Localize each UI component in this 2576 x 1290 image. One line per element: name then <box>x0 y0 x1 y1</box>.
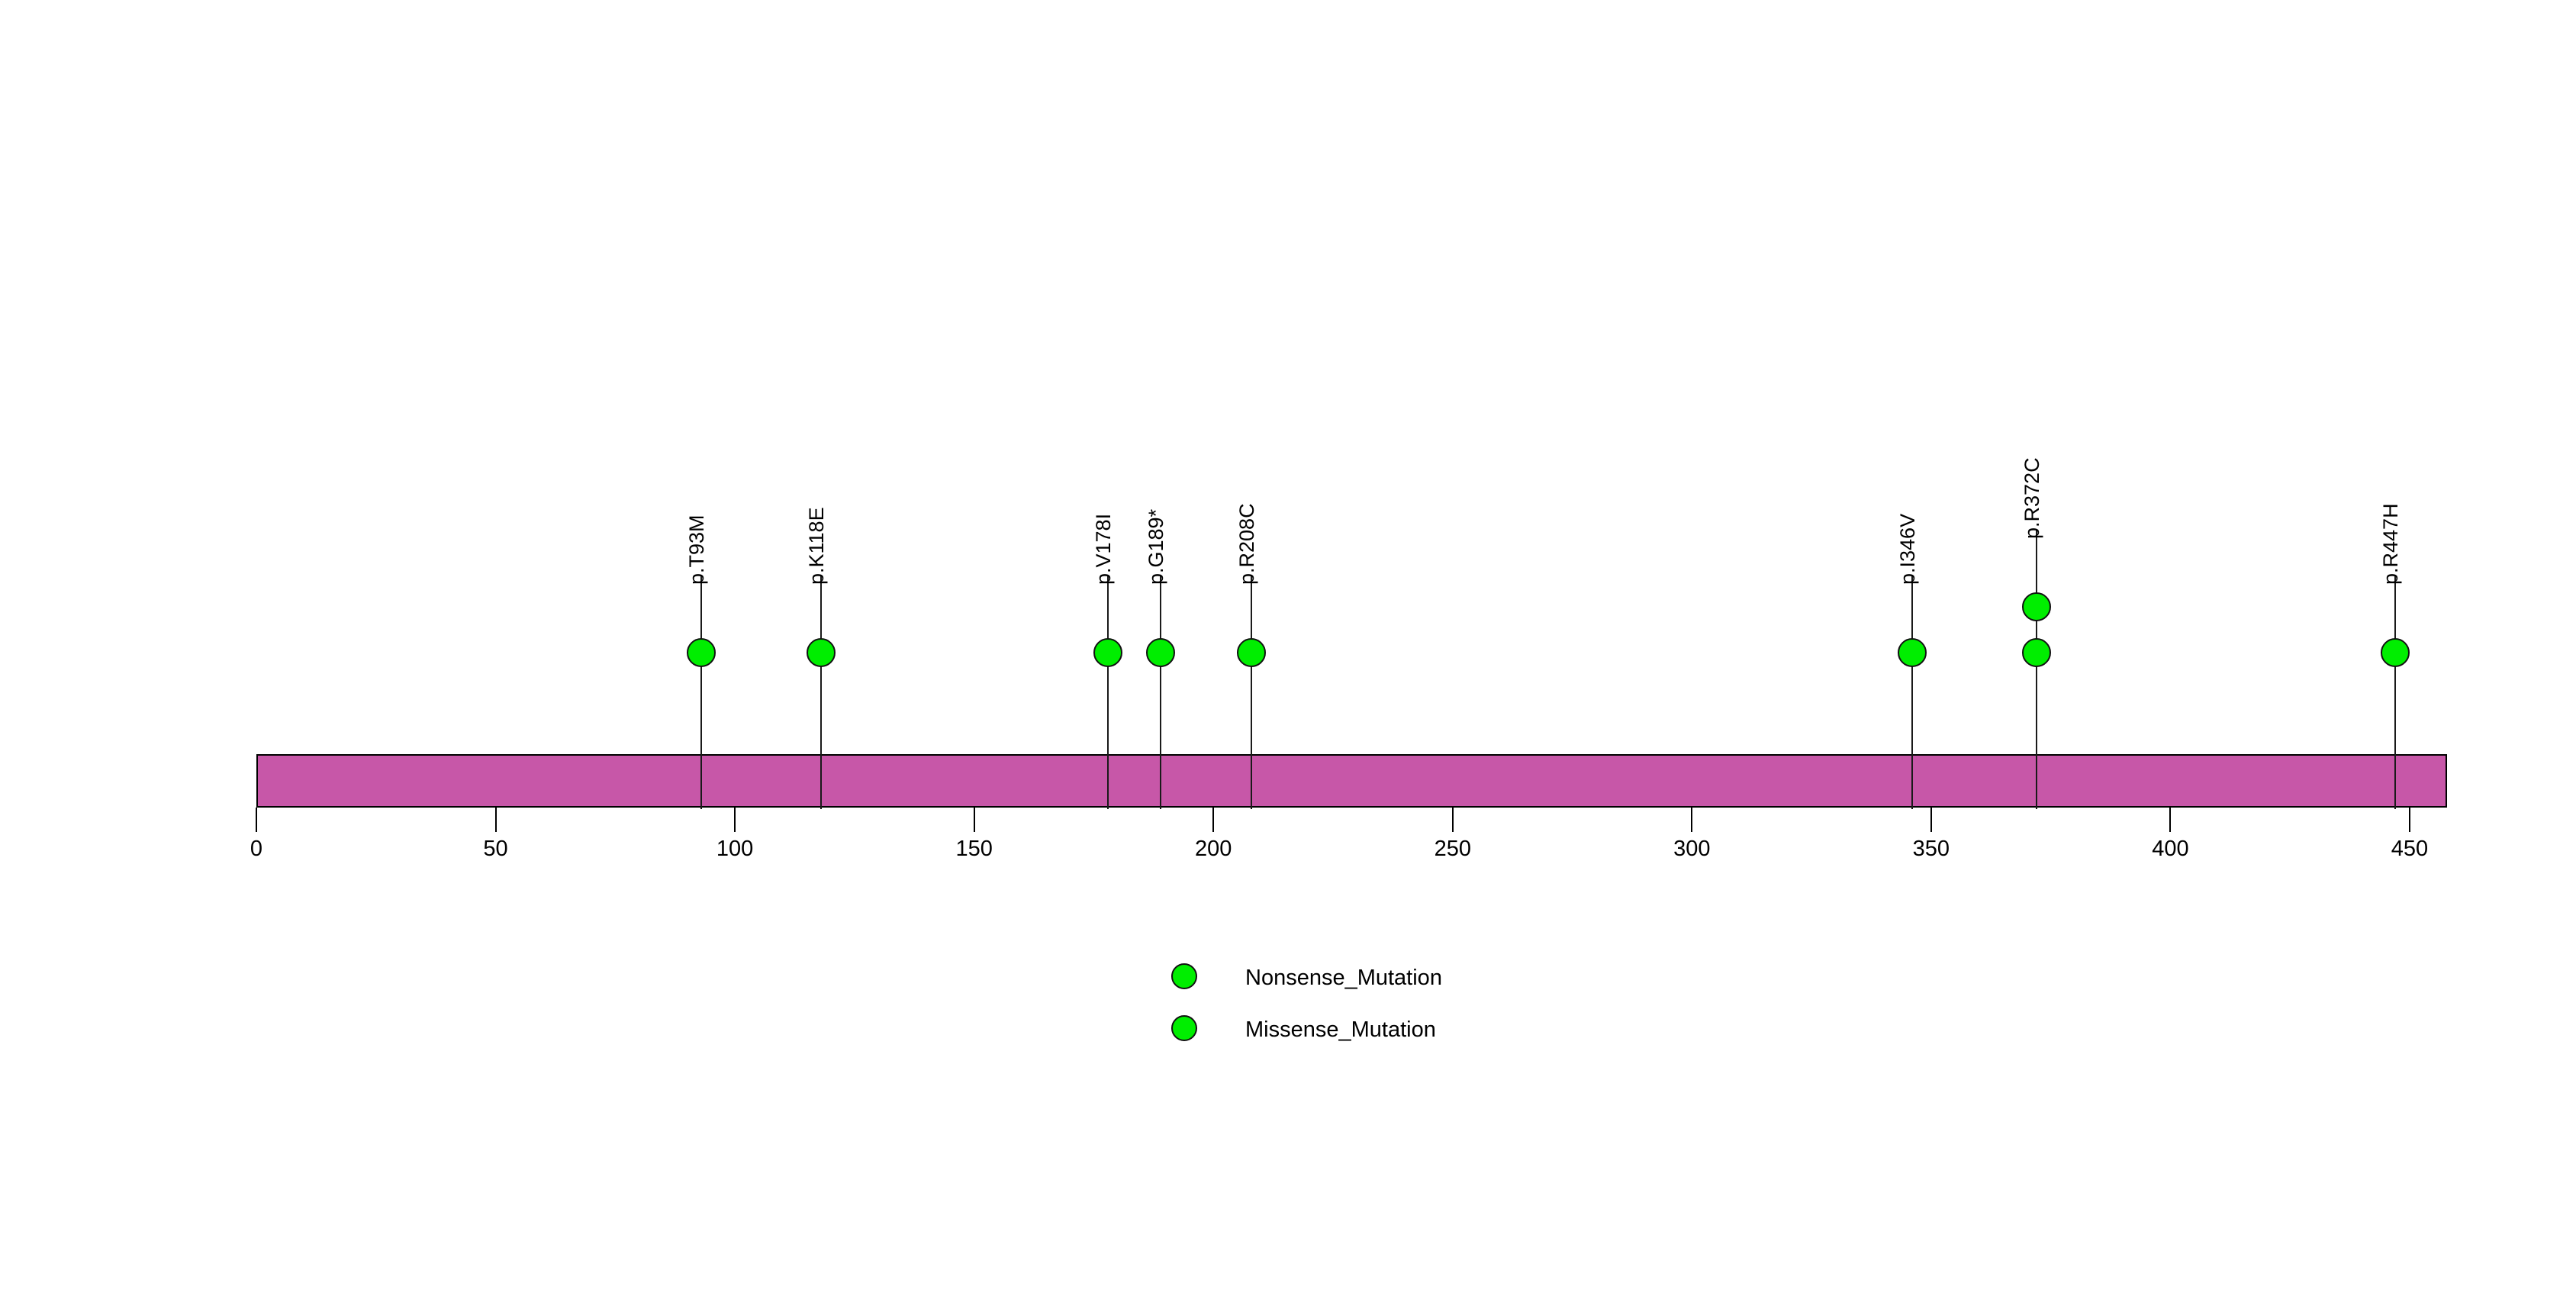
mutation-marker[interactable] <box>687 638 716 667</box>
axis-tick-label: 400 <box>2152 837 2189 861</box>
protein-backbone-bar <box>256 754 2447 808</box>
axis-tick-label: 250 <box>1434 837 1471 861</box>
mutation-marker[interactable] <box>1237 638 1267 667</box>
axis-tick-label: 200 <box>1195 837 1232 861</box>
mutation-marker[interactable] <box>806 638 836 667</box>
axis-tick <box>734 808 736 832</box>
axis-tick-label: 300 <box>1673 837 1711 861</box>
axis-tick <box>1451 808 1454 832</box>
axis-tick-label: 50 <box>483 837 508 861</box>
mutation-label: p.K118E <box>804 507 828 585</box>
axis-tick-label: 350 <box>1912 837 1950 861</box>
axis-tick-label: 450 <box>2391 837 2429 861</box>
lollipop-stem <box>1107 576 1109 809</box>
mutation-marker[interactable] <box>1093 638 1123 667</box>
axis-tick-label: 100 <box>716 837 754 861</box>
legend-label: Nonsense_Mutation <box>1245 966 1442 990</box>
lollipop-stem <box>1911 576 1913 809</box>
axis-tick <box>256 808 257 832</box>
mutation-label: p.I346V <box>1895 513 1919 585</box>
mutation-label: p.R372C <box>2020 457 2043 539</box>
mutation-label: p.T93M <box>685 514 709 585</box>
mutation-marker[interactable] <box>1146 638 1176 667</box>
axis-tick-label: 150 <box>955 837 993 861</box>
axis-tick <box>1212 808 1215 832</box>
lollipop-stem <box>1251 576 1253 809</box>
lollipop-stem <box>2035 531 2037 809</box>
lollipop-stem <box>1160 576 1162 809</box>
axis-tick <box>1930 808 1932 832</box>
legend-swatch <box>1171 1015 1197 1041</box>
lollipop-stem <box>2394 576 2397 809</box>
lollipop-stem <box>700 576 703 809</box>
legend-label: Missense_Mutation <box>1245 1017 1436 1042</box>
mutation-label: p.R208C <box>1235 503 1259 585</box>
axis-tick <box>1691 808 1693 832</box>
mutation-label: p.V178I <box>1092 513 1116 585</box>
mutation-label: p.G189* <box>1145 508 1168 585</box>
mutation-marker[interactable] <box>2381 638 2410 667</box>
axis-tick <box>2408 808 2410 832</box>
axis-tick <box>494 808 497 832</box>
mutation-label: p.R447H <box>2379 503 2403 585</box>
axis-tick-label: 0 <box>250 837 263 861</box>
mutation-marker[interactable] <box>1897 638 1927 667</box>
lollipop-stem <box>819 576 822 809</box>
mutation-marker[interactable] <box>2021 592 2051 621</box>
axis-tick <box>973 808 975 832</box>
mutation-marker[interactable] <box>2021 638 2051 667</box>
axis-tick <box>2169 808 2172 832</box>
legend-swatch <box>1171 963 1197 989</box>
